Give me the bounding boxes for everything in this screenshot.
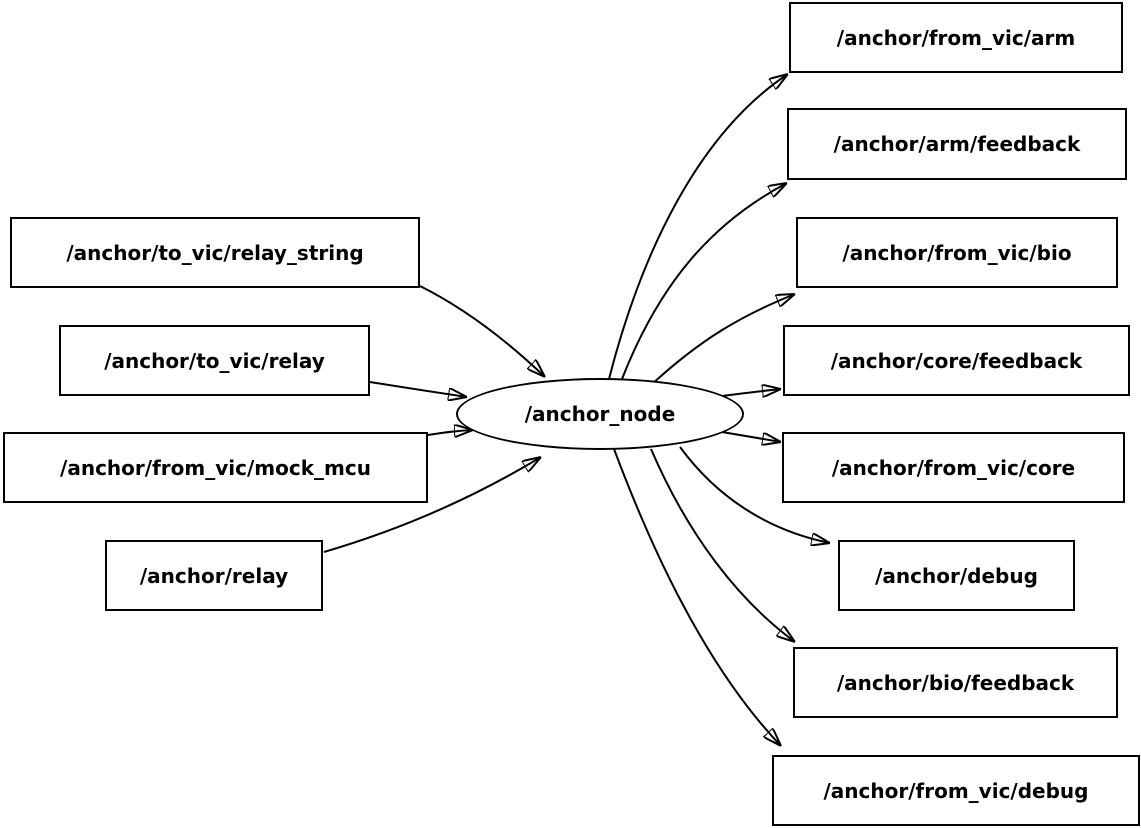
topic-label: /anchor/from_vic/core: [831, 455, 1076, 480]
topic-node-debug: /anchor/debug: [838, 540, 1075, 611]
edge-anchor_node-to-from_vic_debug: [613, 448, 781, 746]
edge-anchor_node-to-from_vic_core: [721, 431, 781, 442]
edge-anchor_node-to-debug: [679, 446, 830, 543]
edge-anchor_node-to-from_vic_bio: [650, 294, 795, 386]
topic-label: /anchor/core/feedback: [830, 348, 1083, 373]
topic-label: /anchor/to_vic/relay_string: [66, 240, 364, 265]
edge-from_vic_mock_mcu-to-anchor_node: [427, 430, 473, 435]
topic-node-arm-feedback: /anchor/arm/feedback: [787, 108, 1127, 180]
edge-anchor_node-to-arm_feedback: [621, 183, 787, 380]
topic-node-from-vic-bio: /anchor/from_vic/bio: [796, 217, 1118, 288]
topic-label: /anchor/arm/feedback: [833, 132, 1081, 156]
topic-node-from-vic-debug: /anchor/from_vic/debug: [772, 755, 1140, 826]
topic-node-from-vic-core: /anchor/from_vic/core: [782, 432, 1125, 503]
topic-node-core-feedback: /anchor/core/feedback: [783, 325, 1130, 396]
topic-label: /anchor/from_vic/arm: [836, 25, 1076, 50]
topic-label: /anchor/to_vic/relay: [104, 348, 325, 373]
edge-anchor_node-to-core_feedback: [721, 389, 781, 396]
topic-label: /anchor/relay: [139, 563, 289, 588]
edge-to_vic_relay-to-anchor_node: [369, 381, 467, 397]
topic-node-relay: /anchor/relay: [105, 540, 323, 611]
edge-anchor_node-to-bio_feedback: [650, 448, 795, 642]
topic-node-from-vic-arm: /anchor/from_vic/arm: [789, 2, 1123, 73]
node-label: /anchor_node: [524, 402, 676, 426]
topic-label: /anchor/bio/feedback: [836, 670, 1075, 695]
topic-label: /anchor/from_vic/mock_mcu: [60, 455, 371, 480]
topic-node-to-vic-relay: /anchor/to_vic/relay: [59, 325, 370, 396]
topic-label: /anchor/debug: [875, 563, 1038, 588]
edge-to_vic_relay_string-to-anchor_node: [419, 285, 545, 377]
topic-node-to-vic-relay-string: /anchor/to_vic/relay_string: [10, 217, 420, 288]
edge-anchor_node-to-from_vic_arm: [608, 74, 788, 380]
topic-label: /anchor/from_vic/bio: [842, 240, 1072, 265]
topic-label: /anchor/from_vic/debug: [823, 778, 1089, 803]
node-anchor-node: /anchor_node: [456, 378, 744, 450]
topic-node-bio-feedback: /anchor/bio/feedback: [793, 647, 1118, 718]
topic-node-from-vic-mock-mcu: /anchor/from_vic/mock_mcu: [3, 432, 428, 503]
edge-relay-to-anchor_node: [323, 457, 541, 553]
